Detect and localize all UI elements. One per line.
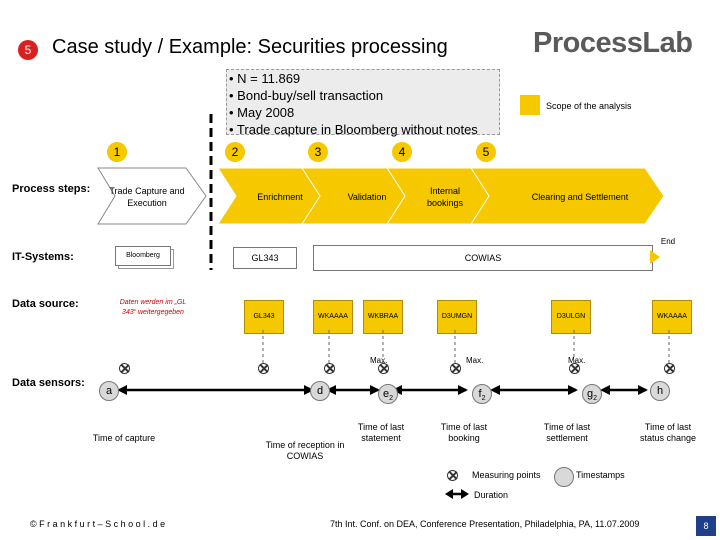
timeline — [117, 330, 670, 395]
measuring-point-icon — [450, 363, 461, 374]
legend-measuring-point-icon — [447, 470, 458, 481]
scope-divider — [209, 114, 213, 270]
label-time-of-last-booking: Time of last booking — [440, 422, 488, 443]
it-system-cowias: COWIAS — [313, 245, 653, 271]
scope-legend-label: Scope of the analysis — [546, 101, 632, 111]
timestamp-e2: e2 — [378, 384, 398, 404]
end-arrow-icon — [650, 250, 660, 264]
it-system-gl343: GL343 — [233, 247, 297, 269]
max-label: Max. — [466, 356, 484, 365]
fact-item: • Trade capture in Bloomberg without not… — [229, 122, 478, 137]
data-source-wkbraa: WKBRAA — [363, 300, 403, 334]
data-source-wkaaaa: WKAAAA — [313, 300, 353, 334]
label-time-of-reception: Time of reception in COWIAS — [265, 440, 345, 461]
label-time-of-last-status-change: Time of last status change — [639, 422, 697, 443]
data-source-gl343: GL343 — [244, 300, 284, 334]
fact-item: • May 2008 — [229, 105, 295, 120]
processlab-logo: ProcessLab — [533, 27, 693, 59]
fact-item: • N = 11.869 — [229, 71, 301, 86]
data-source-wkaaaa-2: WKAAAA — [652, 300, 692, 334]
max-label: Max. — [568, 356, 586, 365]
process-step-5-shape — [470, 167, 665, 225]
step-number-1: 1 — [107, 142, 127, 162]
process-chevrons — [97, 167, 665, 225]
timestamp-d: d — [310, 381, 330, 401]
timestamp-f2: f2 — [472, 384, 492, 404]
step-number-3: 3 — [308, 142, 328, 162]
legend-measuring-points-label: Measuring points — [472, 470, 541, 480]
label-time-of-last-statement: Time of last statement — [357, 422, 405, 443]
legend-timestamp-icon — [554, 467, 574, 487]
it-system-bloomberg: Bloomberg — [115, 246, 171, 266]
process-step-4-label: Internal bookings — [426, 186, 464, 208]
footer-conference: 7th Int. Conf. on DEA, Conference Presen… — [330, 519, 640, 529]
label-time-of-last-settlement: Time of last settlement — [543, 422, 591, 443]
row-label-data-source: Data source: — [12, 298, 79, 310]
row-label-it-systems: IT-Systems: — [12, 251, 74, 263]
page-number: 8 — [696, 516, 716, 536]
measuring-point-icon — [119, 363, 130, 374]
measuring-point-icon — [324, 363, 335, 374]
timestamp-a: a — [99, 381, 119, 401]
process-step-1-shape — [97, 167, 207, 225]
measuring-point-icon — [569, 363, 580, 374]
slide-number-badge: 5 — [18, 40, 38, 60]
measuring-point-icon — [258, 363, 269, 374]
step-number-4: 4 — [392, 142, 412, 162]
timestamp-g2: g2 — [582, 384, 602, 404]
data-source-note: Daten werden im „GL 343“ weitergegeben — [119, 299, 187, 316]
measuring-point-icon — [378, 363, 389, 374]
scope-legend-swatch — [520, 95, 540, 115]
legend-duration-arrow-icon — [445, 489, 469, 499]
measuring-point-icon — [664, 363, 675, 374]
case-facts-box: • N = 11.869 • Bond-buy/sell transaction… — [226, 69, 500, 137]
sensor-guides — [262, 330, 670, 365]
slide-title: Case study / Example: Securities process… — [52, 36, 448, 58]
process-step-5-label: Clearing and Settlement — [531, 192, 629, 202]
data-source-d3ulgn: D3ULGN — [551, 300, 591, 334]
label-time-of-capture: Time of capture — [92, 433, 156, 443]
process-step-3-label: Validation — [347, 192, 387, 202]
footer-copyright: © F r a n k f u r t – S c h o o l . d e — [30, 519, 166, 529]
legend-timestamps-label: Timestamps — [576, 470, 625, 480]
end-label: End — [660, 237, 676, 246]
row-label-data-sensors: Data sensors: — [12, 377, 85, 389]
fact-item: • Bond-buy/sell transaction — [229, 88, 384, 103]
timestamp-h: h — [650, 381, 670, 401]
row-label-process-steps: Process steps: — [12, 183, 91, 195]
data-source-d3umgn: D3UMGN — [437, 300, 477, 334]
max-label: Max. — [370, 356, 388, 365]
data-source-note-box — [116, 298, 186, 332]
step-number-5: 5 — [476, 142, 496, 162]
process-step-2-label: Enrichment — [257, 192, 303, 202]
legend-duration-label: Duration — [474, 490, 509, 500]
step-number-2: 2 — [225, 142, 245, 162]
process-step-1-label: Trade Capture and Execution — [109, 186, 185, 208]
